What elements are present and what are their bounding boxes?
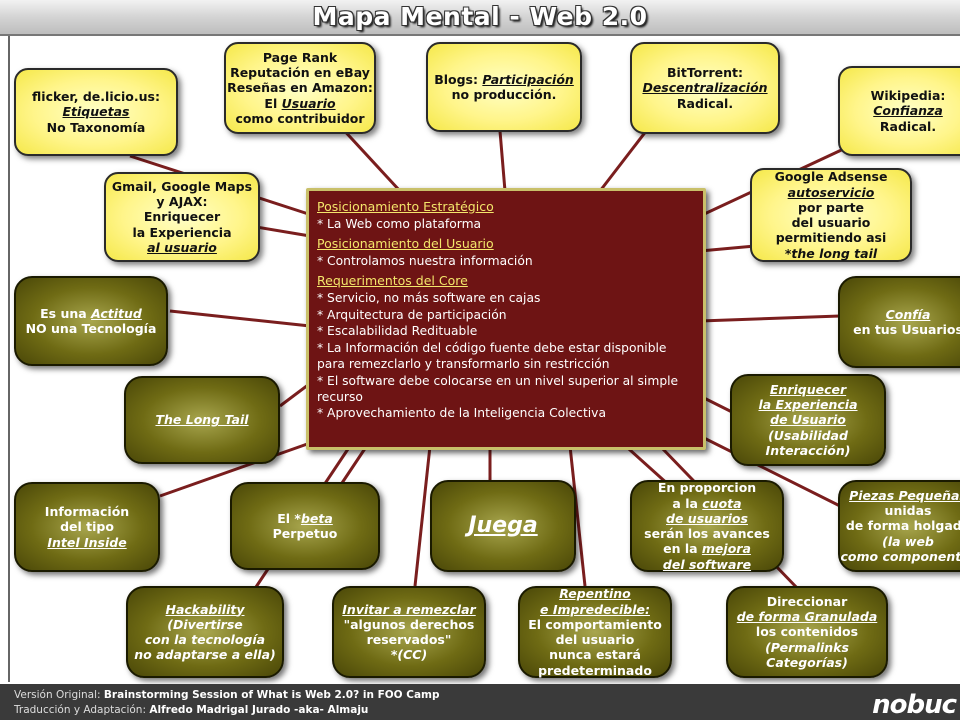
credit-translation: Traducción y Adaptación: Alfredo Madriga… bbox=[14, 704, 369, 716]
nobuc-logo: nobuc bbox=[872, 690, 957, 720]
node-longtail: The Long Tail bbox=[124, 376, 280, 464]
footer-credits: Versión Original: Brainstorming Session … bbox=[0, 684, 960, 720]
node-repentino: Repentino e Impredecible: El comportamie… bbox=[518, 586, 672, 678]
title-bar: Mapa Mental - Web 2.0 bbox=[0, 0, 960, 36]
connector bbox=[338, 124, 402, 193]
credit-original: Versión Original: Brainstorming Session … bbox=[14, 689, 440, 701]
node-blogs: Blogs: Participación no producción. bbox=[426, 42, 582, 132]
node-proporcion: En proporcion a la cuota de usuarios ser… bbox=[630, 480, 784, 572]
node-wikipedia: Wikipedia: Confianza Radical. bbox=[838, 66, 960, 156]
section-heading: Requerimentos del Core bbox=[317, 273, 468, 289]
page-title: Mapa Mental - Web 2.0 bbox=[312, 2, 648, 31]
node-flicker: flicker, de.licio.us: Etiquetas No Taxon… bbox=[14, 68, 178, 156]
connector bbox=[159, 434, 331, 498]
connector bbox=[699, 434, 841, 508]
node-gmail: Gmail, Google Maps y AJAX: Enriquecer la… bbox=[104, 172, 260, 262]
central-concepts-box: Posicionamiento Estratégico * La Web com… bbox=[306, 188, 706, 450]
node-bittorrent: BitTorrent: Descentralización Radical. bbox=[630, 42, 780, 134]
connector bbox=[169, 309, 311, 328]
node-piezas: Piezas Pequeñas unidas de forma holgada … bbox=[838, 480, 960, 572]
section-heading: Posicionamiento Estratégico bbox=[317, 199, 494, 214]
node-juega: Juega bbox=[430, 480, 576, 572]
node-confia: Confía en tus Usuarios bbox=[838, 276, 960, 368]
node-adsense: Google Adsense autoservicio por parte de… bbox=[750, 168, 912, 262]
node-direccionar: Direccionar de forma Granulada los conte… bbox=[726, 586, 888, 678]
node-intel: Información del tipo Intel Inside bbox=[14, 482, 160, 572]
connector bbox=[699, 244, 756, 253]
connector bbox=[699, 314, 841, 323]
connector bbox=[598, 125, 652, 192]
mind-map-canvas: flicker, de.licio.us: Etiquetas No Taxon… bbox=[8, 36, 960, 682]
connector bbox=[498, 130, 507, 192]
node-pagerank: Page Rank Reputación en eBay Reseñas en … bbox=[224, 42, 376, 134]
node-actitud: Es una Actitud NO una Tecnología bbox=[14, 276, 168, 366]
node-beta: El *beta Perpetuo bbox=[230, 482, 380, 570]
node-hackability: Hackability (Divertirse con la tecnologí… bbox=[126, 586, 284, 678]
connector bbox=[249, 224, 311, 238]
node-remezclar: Invitar a remezclar "algunos derechos re… bbox=[332, 586, 486, 678]
node-enriquecer: Enriquecer la Experiencia de Usuario (Us… bbox=[730, 374, 886, 466]
connector bbox=[568, 445, 587, 587]
connector bbox=[413, 445, 432, 587]
section-heading: Posicionamiento del Usuario bbox=[317, 236, 494, 252]
